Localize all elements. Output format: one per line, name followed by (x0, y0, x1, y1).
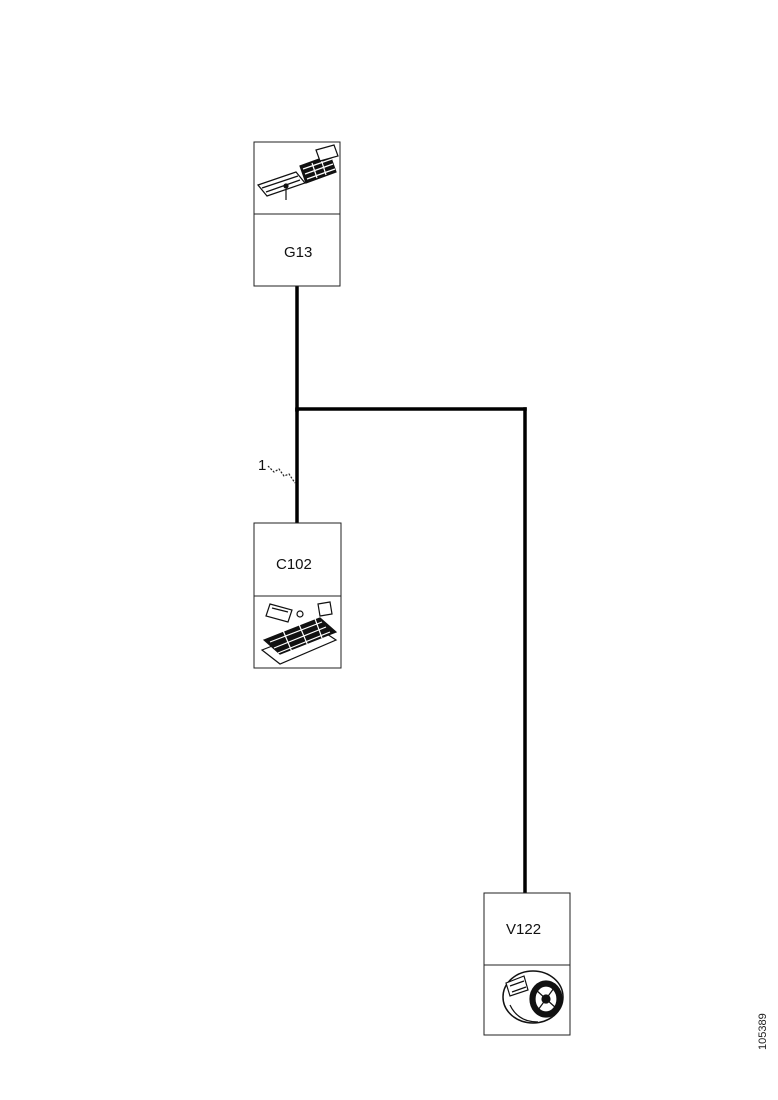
g13-connector-icon (256, 144, 339, 200)
wire-callout: 1 (258, 457, 296, 484)
v122-connector-icon (502, 970, 564, 1024)
wire-callout-label: 1 (258, 457, 266, 474)
wire-network (295, 285, 527, 895)
figure-reference-code: 105389 (757, 1013, 769, 1050)
component-c102[interactable]: C102 (253, 522, 342, 669)
v122-label: V122 (506, 921, 541, 938)
c102-label: C102 (276, 556, 312, 573)
c102-connector-icon (260, 601, 338, 665)
component-v122[interactable]: V122 (483, 892, 571, 1036)
wire-callout-leader (267, 465, 296, 484)
component-g13[interactable]: G13 (253, 141, 341, 287)
g13-label: G13 (284, 244, 312, 261)
